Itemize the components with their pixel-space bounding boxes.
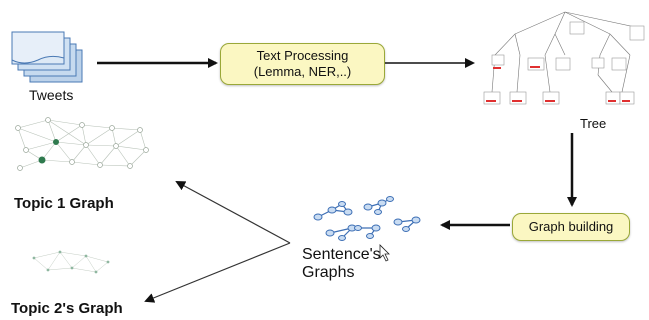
tree-thumbnail: [491, 11, 641, 93]
text-processing-subtitle: (Lemma, NER,..): [253, 64, 352, 79]
tweets-documents-icon: [11, 31, 83, 83]
arrow-sentence-to-topic1: [175, 181, 291, 244]
graph-building-label: Graph building: [528, 219, 614, 234]
topic2-graph-label: Topic 2's Graph: [11, 300, 123, 317]
sentence-graphs-label: Sentence's Graphs: [302, 246, 381, 282]
tree-label: Tree: [580, 116, 607, 131]
text-processing-title: Text Processing: [256, 48, 349, 63]
arrow-sentence-to-topic2: [144, 242, 291, 303]
topic1-graph-label: Topic 1 Graph: [14, 195, 114, 212]
topic2-graph-edges: [33, 251, 109, 273]
tree-node-boxes: [483, 21, 645, 105]
sentence-graph-nodes: [313, 196, 421, 241]
topic1-graph-nodes: [15, 117, 149, 171]
sentence-graphs-line1: Sentence's: [302, 246, 381, 263]
tree-red-tags: [486, 66, 630, 102]
topic2-graph-nodes: [32, 250, 110, 274]
topic1-graph-hub-nodes: [38, 139, 59, 164]
tweets-label: Tweets: [29, 87, 74, 103]
sentence-graphs-line2: Graphs: [302, 264, 355, 281]
mouse-cursor-icon: [379, 244, 390, 262]
graph-building-box: Graph building: [512, 213, 630, 241]
text-processing-box: Text Processing (Lemma, NER,..): [220, 43, 385, 85]
topic1-graph-edges: [17, 119, 147, 169]
